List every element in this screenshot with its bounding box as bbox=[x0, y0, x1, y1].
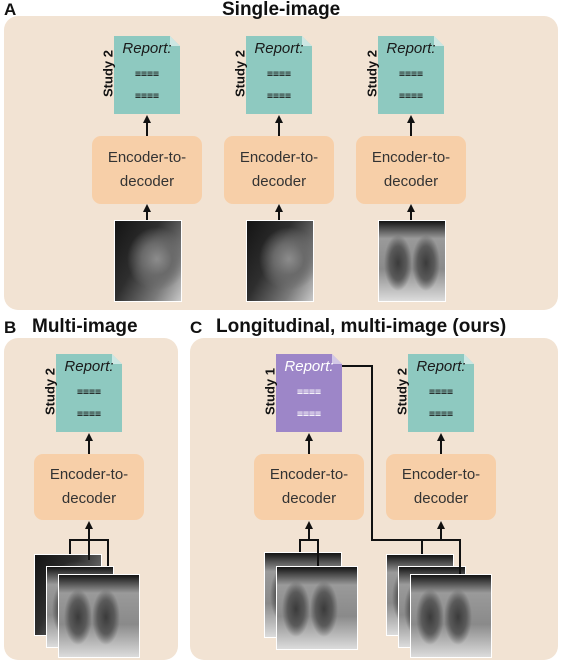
report-c-current-shape bbox=[408, 354, 474, 432]
report-a2: Report: ≡≡≡≡ ≡≡≡≡ bbox=[246, 36, 312, 114]
panel-a-letter: A bbox=[4, 0, 17, 19]
line-prior-report-to-current bbox=[342, 365, 422, 541]
report-a1: Report: ≡≡≡≡ ≡≡≡≡ bbox=[114, 36, 180, 114]
panel-c-title: Longitudinal, multi-image (ours) bbox=[216, 316, 507, 337]
report-a1-shape bbox=[114, 36, 180, 114]
report-b-lines: ≡≡≡≡ ≡≡≡≡ bbox=[76, 387, 102, 420]
xray-image-a3 bbox=[378, 220, 446, 302]
xray-image-a2 bbox=[246, 220, 314, 302]
report-c-prior-shape bbox=[276, 354, 342, 432]
xray-stack-b-front bbox=[58, 574, 140, 658]
panel-c-letter: C bbox=[190, 318, 203, 337]
panel-b-title: Multi-image bbox=[32, 316, 138, 337]
encoder-c-current: Encoder-to- decoder bbox=[386, 454, 496, 520]
xray-stack-c-prior-front bbox=[276, 566, 358, 650]
panel-b-letter: B bbox=[4, 318, 17, 337]
report-c-current: Report: ≡≡≡≡ ≡≡≡≡ bbox=[408, 354, 474, 432]
report-b-shape bbox=[56, 354, 122, 432]
report-a2-lines: ≡≡≡≡ ≡≡≡≡ bbox=[266, 69, 292, 102]
panel-c-background bbox=[190, 338, 558, 660]
encoder-a1: Encoder-to- decoder bbox=[92, 136, 202, 204]
report-a3-lines: ≡≡≡≡ ≡≡≡≡ bbox=[398, 69, 424, 102]
report-c-prior: Report: ≡≡≡≡ ≡≡≡≡ bbox=[276, 354, 342, 432]
encoder-c-prior: Encoder-to- decoder bbox=[254, 454, 364, 520]
bracket-c-current-images bbox=[421, 539, 461, 574]
encoder-a2: Encoder-to- decoder bbox=[224, 136, 334, 204]
report-c-prior-lines: ≡≡≡≡ ≡≡≡≡ bbox=[296, 387, 322, 420]
xray-image-a1 bbox=[114, 220, 182, 302]
report-a1-lines: ≡≡≡≡ ≡≡≡≡ bbox=[134, 69, 160, 102]
report-b-title: Report: bbox=[64, 358, 114, 375]
encoder-a3: Encoder-to- decoder bbox=[356, 136, 466, 204]
report-a2-title: Report: bbox=[254, 40, 304, 57]
encoder-b: Encoder-to- decoder bbox=[34, 454, 144, 520]
panel-a-title: Single-image bbox=[222, 0, 341, 20]
report-a1-title: Report: bbox=[122, 40, 172, 57]
report-a2-shape bbox=[246, 36, 312, 114]
report-c-current-title: Report: bbox=[416, 358, 466, 375]
report-c-current-lines: ≡≡≡≡ ≡≡≡≡ bbox=[428, 387, 454, 420]
report-a3: Report: ≡≡≡≡ ≡≡≡≡ bbox=[378, 36, 444, 114]
report-a3-title: Report: bbox=[386, 40, 436, 57]
report-c-prior-title: Report: bbox=[284, 358, 334, 375]
report-a3-shape bbox=[378, 36, 444, 114]
xray-stack-c-current-front bbox=[410, 574, 492, 658]
bracket-c-prior-images bbox=[299, 539, 319, 566]
report-b: Report: ≡≡≡≡ ≡≡≡≡ bbox=[56, 354, 122, 432]
